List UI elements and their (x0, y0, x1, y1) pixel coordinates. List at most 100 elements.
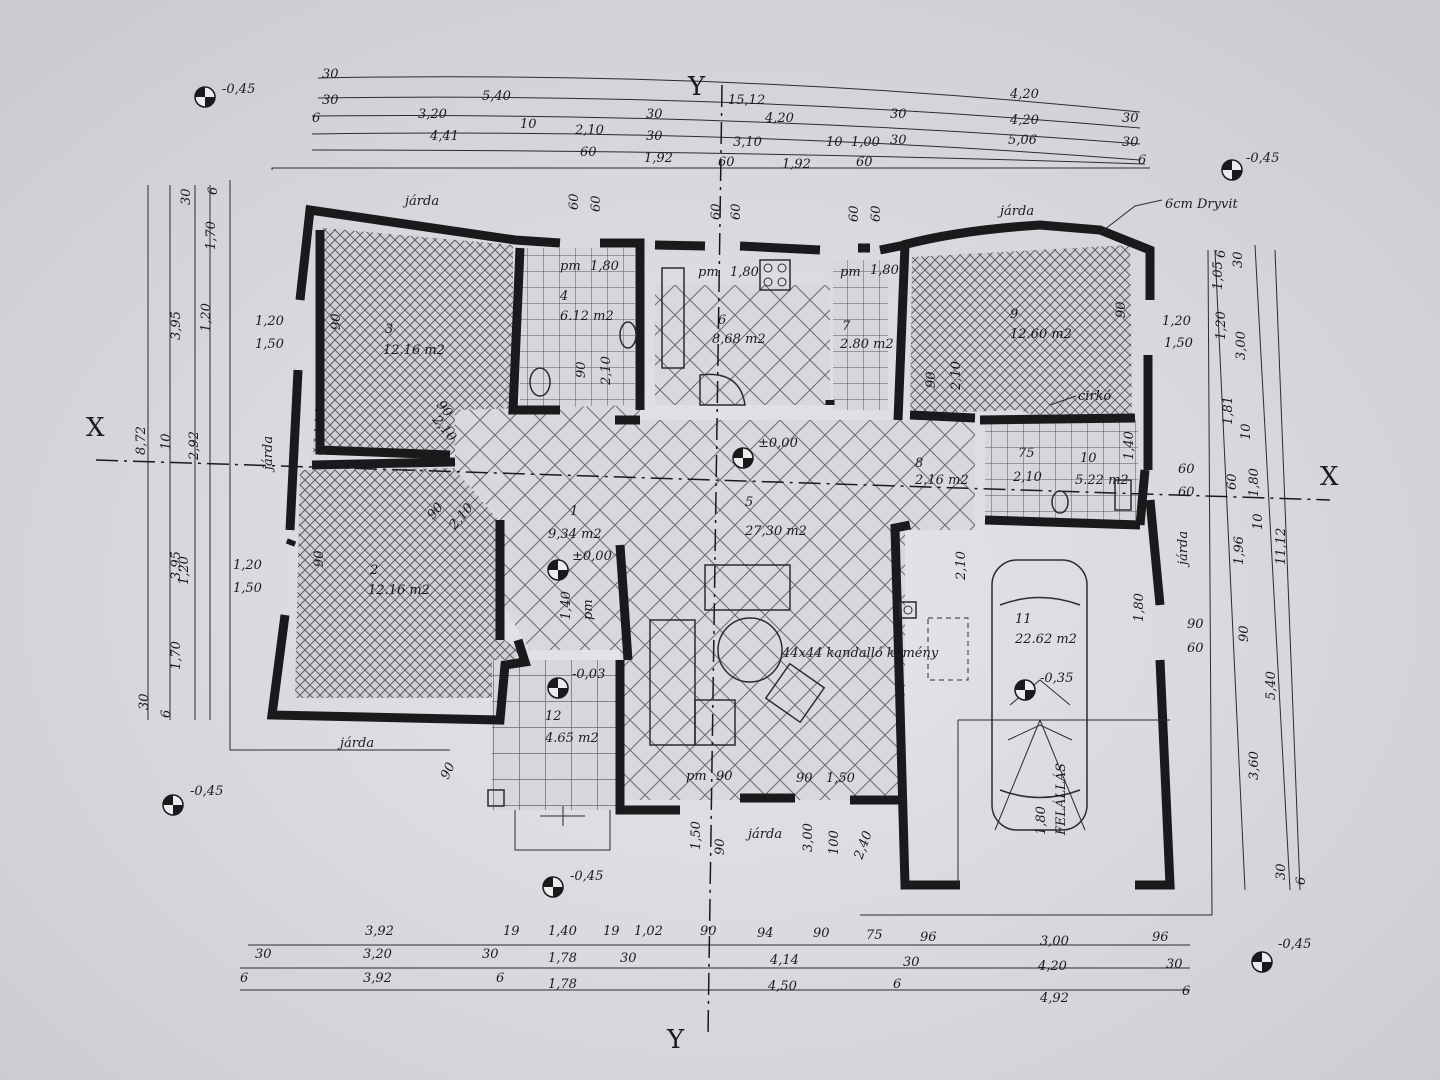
dim-text: 5,40 (1264, 671, 1279, 700)
dim-text: 6 (893, 977, 901, 992)
opening-dim: 90 (924, 371, 939, 388)
level-marker (547, 677, 569, 699)
dim-text: 3,10 (733, 135, 762, 150)
dim-text: 1,40 (548, 924, 577, 939)
dim-text: 30 (620, 951, 637, 966)
dim-text: 30 (1166, 957, 1183, 972)
room-area: 8,68 m2 (712, 332, 766, 347)
walkway-label: járda (997, 204, 1034, 219)
room-area: 12.16 m2 (368, 583, 430, 598)
dim-text: 1,70 (169, 641, 184, 670)
opening-dim: 90 (796, 771, 813, 786)
dim-text: 30 (137, 693, 152, 710)
room-area: 6.12 m2 (560, 309, 614, 324)
opening-dim: 100 (827, 830, 842, 855)
dim-text: 1,92 (644, 151, 673, 166)
room-labels: 1 9,34 m2 2 12.16 m2 3 12.16 m2 4 6.12 m… (368, 289, 1129, 746)
room-number: 9 (1010, 307, 1018, 322)
room-number: 1 (570, 504, 578, 519)
dim-text: 4,20 (1009, 113, 1039, 128)
opening-dim: 90 (713, 838, 728, 855)
room-1-5-fill (455, 405, 975, 800)
dim-text: 1,78 (548, 977, 577, 992)
opening-dim: 1,20 (1162, 314, 1191, 329)
dim-text: 30 (255, 947, 272, 962)
room-9-fill (910, 245, 1132, 420)
dim-text: 5,06 (1008, 133, 1037, 148)
room-number: 11 (1015, 612, 1032, 627)
room-number: 10 (1080, 451, 1097, 466)
opening-dim: 1,50 (255, 337, 284, 352)
section-axes: Y Y X X (86, 72, 1339, 1055)
dim-text: 60 (580, 145, 597, 160)
opening-dim: 1,40 (1122, 431, 1137, 460)
opening-dim: 60 (729, 203, 744, 220)
dim-text: 30 (322, 67, 339, 82)
level-marker (1014, 679, 1036, 701)
opening-dim: 1,80 (590, 259, 619, 274)
opening-dim: 2,10 (1012, 470, 1042, 485)
room-area: 27,30 m2 (744, 524, 807, 539)
opening-dim: 3,00 (801, 823, 816, 852)
dim-text: 90 (1237, 625, 1252, 642)
dim-text: 96 (920, 930, 937, 945)
dim-text: 11,12 (1274, 528, 1289, 565)
dim-text: 1,78 (548, 951, 577, 966)
room-area: 12.60 m2 (1010, 327, 1072, 342)
dim-text: 6 (496, 971, 504, 986)
dim-text: 75 (866, 928, 883, 943)
dim-text: 30 (890, 133, 907, 148)
dim-text: 1,20 (1214, 311, 1229, 340)
dim-text: 19 (503, 924, 520, 939)
opening-dim: 90 (716, 769, 733, 784)
dim-text: 3,60 (1247, 751, 1262, 780)
dim-text: 90 (813, 926, 830, 941)
notes: 6cm Dryvit 44x44 kandalló kémény cirkó j… (261, 194, 1238, 842)
opening-dim: pm (560, 259, 581, 274)
level-label: -0,45 (190, 784, 223, 799)
opening-dim: 1,80 (730, 265, 759, 280)
opening-dim: 1,80 (1034, 806, 1049, 835)
opening-dim: 1,20 (255, 314, 284, 329)
dim-text: 6 (312, 111, 320, 126)
dim-text: 1,80 (1247, 468, 1262, 497)
room-number: 2 (369, 563, 378, 578)
axis-y-bottom: Y (666, 1025, 685, 1055)
dim-text: 1,20 (177, 556, 192, 585)
opening-dim: 60 (869, 205, 884, 222)
dim-text: 30 (1122, 111, 1139, 126)
level-label: ±0,00 (758, 436, 798, 451)
dim-text: 4,92 (1039, 991, 1069, 1006)
opening-dim: 2,10 (949, 361, 964, 391)
dim-text: 30 (179, 188, 194, 205)
room-area: 4.65 m2 (544, 731, 599, 746)
walls (266, 204, 1175, 890)
opening-dim: 90 (1187, 617, 1204, 632)
level-label: -0,45 (1246, 151, 1279, 166)
dim-text: 3,00 (1234, 331, 1249, 360)
dim-text: 10 (1251, 513, 1266, 530)
dim-text: 3,92 (363, 971, 392, 986)
dim-text: 6 (1214, 250, 1229, 258)
right-dimensions: 6 30 1,05 1,20 1,81 10 60 1,80 10 1,96 9… (1211, 250, 1309, 885)
dim-text: 30 (1231, 251, 1246, 268)
level-label: -0,45 (1278, 937, 1311, 952)
dim-text: 6 (240, 971, 248, 986)
dim-text: 1,00 (851, 135, 880, 150)
dim-text: 15,12 (728, 93, 765, 108)
axis-x-right: X (1320, 462, 1339, 492)
room-area: 2.16 m2 (914, 473, 969, 488)
dim-text: 4,20 (764, 111, 794, 126)
dim-text: 6 (1138, 153, 1146, 168)
dim-text: 30 (646, 107, 663, 122)
level-marker (732, 447, 754, 469)
chimney-note: 44x44 kandalló kémény (781, 646, 939, 661)
opening-dim: 90 (312, 550, 327, 567)
room-7-fill (833, 260, 888, 410)
opening-dimensions: 1,20 1,50 90 1,20 1,50 90 1,20 1,50 90 1… (233, 193, 1204, 862)
dim-text: 3,92 (365, 924, 394, 939)
level-label: -0,35 (1040, 671, 1073, 686)
dim-text: 4,20 (1009, 87, 1039, 102)
